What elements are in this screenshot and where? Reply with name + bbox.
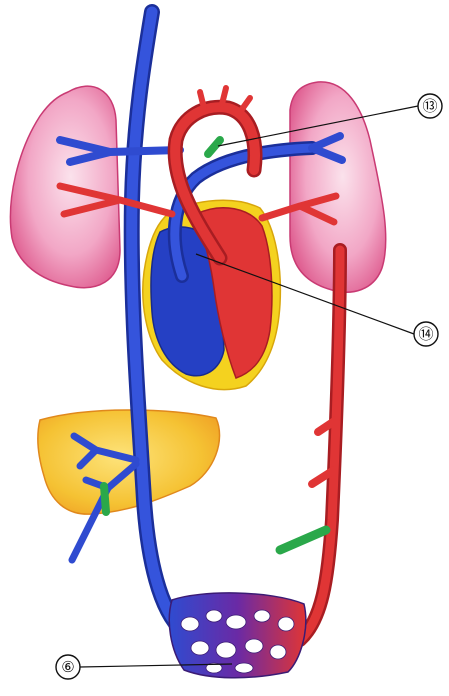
callout-14-label: ⑭ [418,325,433,343]
ductus-arteriosus [208,140,220,154]
callout-14: ⑭ [414,322,438,346]
liver [38,410,220,514]
callout-6-label: ⑥ [61,658,74,676]
ductus-venosus [104,486,106,512]
umbilical-branch [280,530,326,550]
callout-13-label: ⑬ [422,97,437,115]
callout-13: ⑬ [418,94,442,118]
callout-6: ⑥ [56,655,80,679]
